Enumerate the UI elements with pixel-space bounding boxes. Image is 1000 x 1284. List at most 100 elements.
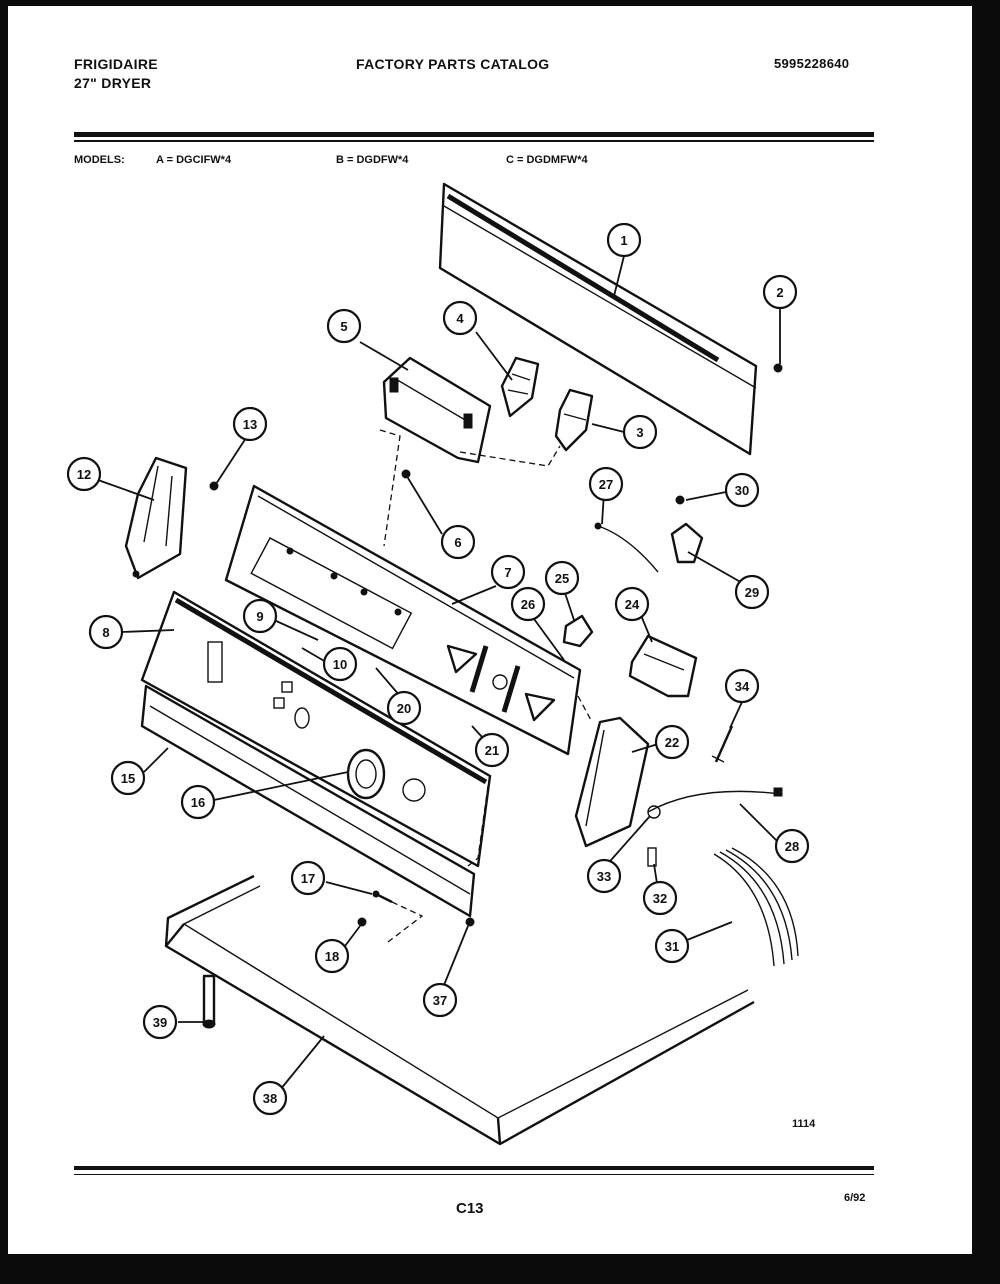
callout-6: 6: [440, 524, 476, 560]
part-harness-28: [647, 790, 781, 813]
brand-name: FRIGIDAIRE: [74, 56, 158, 72]
part-hinge-39: [202, 974, 216, 1029]
callout-24: 24: [614, 586, 650, 622]
model-b: B = DGDFW*4: [336, 154, 409, 166]
svg-text:3: 3: [636, 425, 643, 440]
footer-rule-thin: [74, 1174, 874, 1175]
part-switch-4: [500, 356, 540, 418]
header-rule: [74, 132, 874, 137]
svg-text:27: 27: [599, 477, 613, 492]
product-name: 27" DRYER: [74, 75, 152, 91]
callout-39: 39: [142, 1004, 178, 1040]
part-screw-37: [465, 917, 475, 927]
part-console-trim: [140, 684, 476, 918]
svg-text:24: 24: [625, 597, 640, 612]
exploded-parts-diagram: 1 2 3 4 5 6 7 8 9 10 12 13 15 16 17 18 2…: [66, 182, 810, 1146]
svg-text:17: 17: [301, 871, 315, 886]
callout-31: 31: [654, 928, 690, 964]
catalog-title: FACTORY PARTS CATALOG: [356, 56, 550, 72]
assembly-line: [459, 445, 561, 467]
svg-text:33: 33: [597, 869, 611, 884]
part-clip-33: [647, 805, 661, 819]
svg-text:1: 1: [620, 233, 627, 248]
part-screw-17: [372, 890, 393, 904]
callout-10: 10: [322, 646, 358, 682]
callout-16: 16: [180, 784, 216, 820]
callout-5: 5: [326, 308, 362, 344]
callout-32: 32: [642, 880, 678, 916]
callout-22: 22: [654, 724, 690, 760]
svg-text:6: 6: [454, 535, 461, 550]
assembly-line: [577, 695, 593, 723]
part-console-face: [140, 590, 492, 868]
callout-9: 9: [242, 598, 278, 634]
svg-text:29: 29: [745, 585, 759, 600]
svg-text:8: 8: [102, 625, 109, 640]
callout-4: 4: [442, 300, 478, 336]
svg-text:38: 38: [263, 1091, 277, 1106]
part-control-panel: [224, 484, 582, 756]
svg-text:16: 16: [191, 795, 205, 810]
svg-text:22: 22: [665, 735, 679, 750]
part-wire-27: [597, 525, 659, 573]
callout-18: 18: [314, 938, 350, 974]
part-right-bracket: [574, 716, 650, 848]
models-label: MODELS:: [74, 154, 125, 166]
assembly-line: [379, 429, 401, 547]
callout-17: 17: [290, 860, 326, 896]
part-backguard-panel: [438, 182, 783, 456]
svg-text:2: 2: [776, 285, 783, 300]
part-ribbon-31: [713, 847, 799, 967]
model-c: C = DGDMFW*4: [506, 154, 588, 166]
callout-27: 27: [588, 466, 624, 502]
svg-text:28: 28: [785, 839, 799, 854]
page-code: C13: [456, 1200, 484, 1217]
part-screw-6: [401, 469, 411, 479]
svg-text:34: 34: [735, 679, 750, 694]
svg-text:5: 5: [340, 319, 347, 334]
svg-text:4: 4: [456, 311, 464, 326]
callout-26: 26: [510, 586, 546, 622]
catalog-page: FRIGIDAIRE 27" DRYER FACTORY PARTS CATAL…: [8, 6, 972, 1254]
callout-7: 7: [490, 554, 526, 590]
svg-text:13: 13: [243, 417, 257, 432]
callout-13: 13: [232, 406, 268, 442]
svg-text:12: 12: [77, 467, 91, 482]
part-bolt-34: [711, 725, 734, 763]
svg-text:37: 37: [433, 993, 447, 1008]
callout-1: 1: [606, 222, 642, 258]
svg-text:10: 10: [333, 657, 347, 672]
callout-34: 34: [724, 668, 760, 704]
part-switch-25: [562, 614, 594, 648]
footer-rule: [74, 1166, 874, 1170]
svg-text:7: 7: [504, 565, 511, 580]
part-clip-32: [647, 847, 657, 867]
svg-text:9: 9: [256, 609, 263, 624]
model-a: A = DGCIFW*4: [156, 154, 232, 166]
figure-number: 1114: [792, 1118, 816, 1130]
catalog-number: 5995228640: [774, 56, 850, 71]
callout-29: 29: [734, 574, 770, 610]
assembly-line: [467, 785, 489, 867]
callout-33: 33: [586, 858, 622, 894]
part-screw-18: [357, 917, 367, 927]
callout-25: 25: [544, 560, 580, 596]
svg-text:31: 31: [665, 939, 679, 954]
header-rule-thin: [74, 140, 874, 142]
part-switch-3: [554, 388, 594, 452]
svg-text:21: 21: [485, 743, 499, 758]
callout-8: 8: [88, 614, 124, 650]
part-left-bracket: [124, 456, 219, 580]
revision-date: 6/92: [844, 1192, 866, 1204]
callout-3: 3: [622, 414, 658, 450]
part-top-cover: [164, 874, 755, 1146]
callout-30: 30: [724, 472, 760, 508]
svg-text:39: 39: [153, 1015, 167, 1030]
callout-21: 21: [474, 732, 510, 768]
callout-20: 20: [386, 690, 422, 726]
svg-text:32: 32: [653, 891, 667, 906]
callout-28: 28: [774, 828, 810, 864]
callout-2: 2: [762, 274, 798, 310]
assembly-line: [387, 901, 424, 943]
svg-text:20: 20: [397, 701, 411, 716]
